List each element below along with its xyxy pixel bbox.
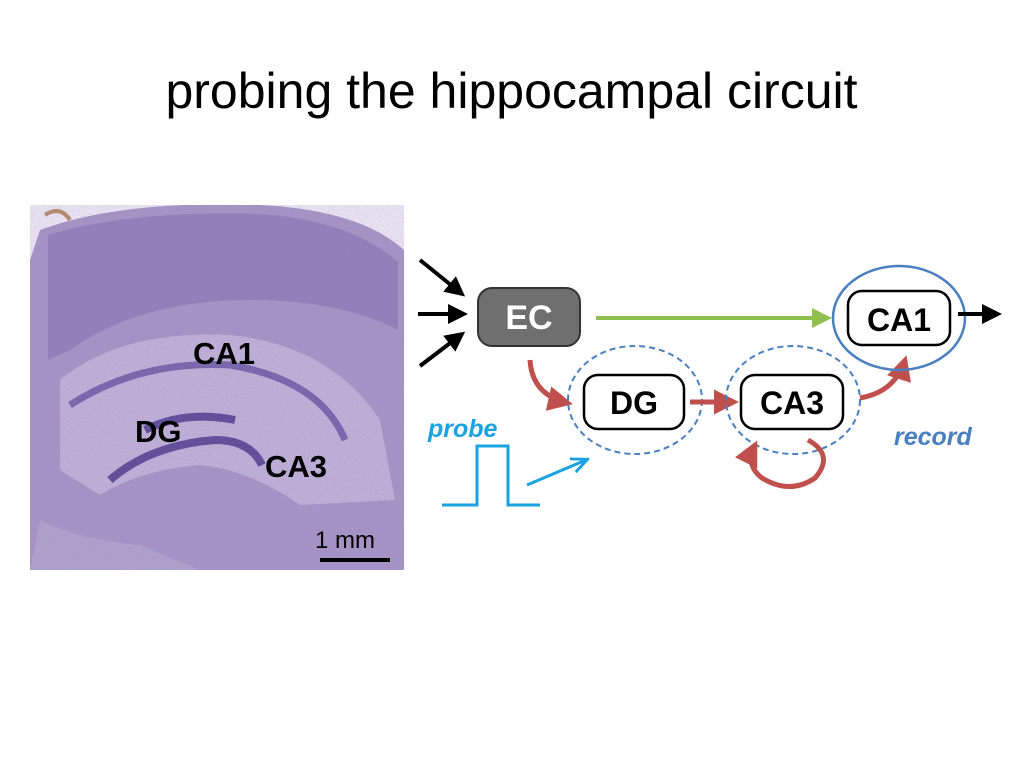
label-ca1-micrograph: CA1 xyxy=(193,336,255,371)
node-ca3 xyxy=(739,373,845,431)
node-dg-label: DG xyxy=(610,385,658,421)
label-dg-micrograph: DG xyxy=(135,414,182,449)
ca1-record-region xyxy=(831,264,967,372)
node-ca3-label: CA3 xyxy=(760,385,824,421)
ca3-probe-region xyxy=(725,345,861,455)
probe-label: probe xyxy=(427,415,498,443)
probe-pulse-icon xyxy=(442,444,540,507)
input-arrow-lower xyxy=(418,331,466,368)
input-arrow-upper xyxy=(418,258,466,297)
scale-bar-label: 1 mm xyxy=(315,527,375,554)
node-ec xyxy=(477,287,581,347)
arrow-ca3-to-ca1 xyxy=(859,355,911,401)
probe-arrow xyxy=(526,460,586,487)
arrow-ec-to-dg xyxy=(527,359,573,411)
record-label: record xyxy=(894,423,973,451)
node-ec-label: EC xyxy=(505,299,552,337)
hippocampus-micrograph xyxy=(30,205,404,570)
label-ca3-micrograph: CA3 xyxy=(265,449,327,484)
ca3-recurrent-arrow xyxy=(734,437,826,489)
node-ca1 xyxy=(846,289,952,347)
node-ca1-label: CA1 xyxy=(867,302,931,338)
node-dg xyxy=(582,373,686,431)
slide-title: probing the hippocampal circuit xyxy=(165,63,858,119)
